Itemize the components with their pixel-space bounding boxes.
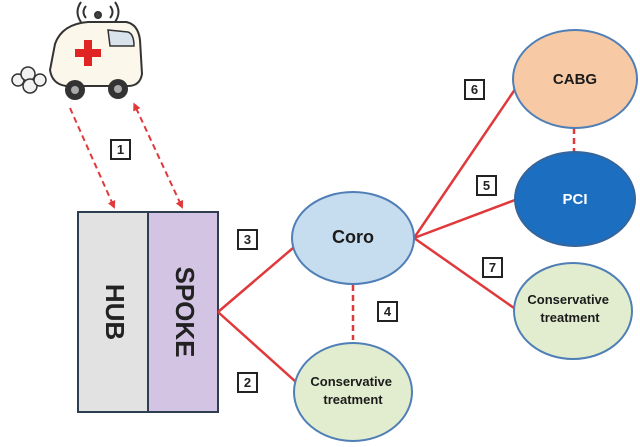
coro-node: Coro [291,191,415,285]
connector-spoke-coro [217,247,294,313]
ambulance-icon [11,1,144,100]
step-4-label: 4 [384,304,392,319]
cabg-node: CABG [512,29,638,129]
conservative-treatment-node-right: Conservative treatment [513,262,633,360]
connector-spoke-conservative [217,311,297,383]
spoke-bar: SPOKE [147,211,219,413]
step-7-box: 7 [482,257,503,278]
step-3-box: 3 [237,229,258,250]
coro-label: Coro [332,227,374,247]
step-5-label: 5 [483,178,490,193]
connector-coro-pci [413,198,516,240]
pci-node: PCI [514,151,636,247]
pci-label: PCI [562,191,587,208]
conservative-treatment-node-bottom: Conservative treatment [293,342,413,442]
step-1-label: 1 [117,142,124,157]
step-2-label: 2 [244,375,251,390]
conservative-top-line-1: Conservative [527,292,609,307]
hub-label: HUB [100,284,130,340]
step-4-box: 4 [377,301,398,322]
step-7-label: 7 [489,260,496,275]
arrow-ambulance-to-hub [69,107,116,209]
connector-coro-cabg [412,81,522,239]
step-6-box: 6 [464,79,485,100]
step-2-box: 2 [237,372,258,393]
spoke-label: SPOKE [170,266,200,357]
conservative-top-label: Conservative treatment [527,292,612,325]
exhaust-cloud-icon [11,66,47,94]
step-3-label: 3 [244,232,251,247]
hub-bar: HUB [77,211,149,413]
arrow-ambulance-spoke [133,102,184,209]
conservative-bottom-line-2: treatment [323,392,383,407]
conservative-top-line-2: treatment [540,310,600,325]
connector-coro-conservative-right [413,236,515,310]
cabg-label: CABG [553,71,597,88]
step-6-label: 6 [471,82,478,97]
step-5-box: 5 [476,175,497,196]
conservative-bottom-line-1: Conservative [310,374,392,389]
siren-signal-icon [76,1,120,23]
conservative-bottom-label: Conservative treatment [310,374,395,407]
step-1-box: 1 [110,139,131,160]
